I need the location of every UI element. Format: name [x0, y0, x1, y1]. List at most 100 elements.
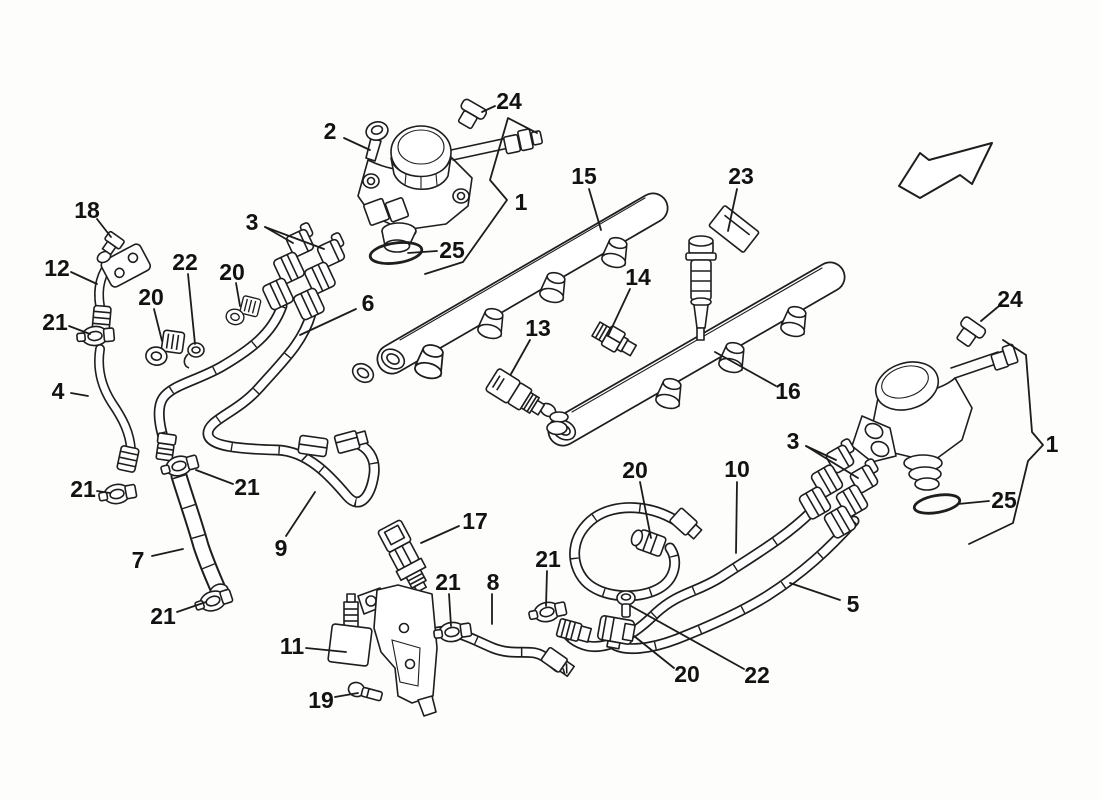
callout-leader-25	[957, 500, 990, 505]
callout-bracket-1	[424, 117, 538, 275]
callout-leader-22	[187, 273, 196, 345]
hose-clamp-21	[96, 480, 139, 508]
callout-label-7[interactable]: 7	[132, 547, 145, 573]
callout-label-1[interactable]: 1	[515, 189, 528, 215]
callout-label-11[interactable]: 11	[280, 633, 305, 659]
callout-label-20[interactable]: 20	[219, 259, 245, 285]
hose-clamp-20-bottom	[597, 615, 636, 650]
callout-label-16[interactable]: 16	[775, 378, 801, 404]
callout-bracket-1	[968, 339, 1044, 545]
callout-leader-3	[264, 226, 325, 250]
hose-clamp-20-loop	[630, 529, 667, 557]
callout-leader-21	[195, 469, 234, 485]
pressure-sensor-17	[377, 519, 428, 593]
fuel-hose-9	[208, 314, 374, 502]
callout-leader-22	[630, 605, 745, 670]
callout-label-15[interactable]: 15	[571, 163, 597, 189]
callout-leader-21	[176, 601, 207, 613]
callout-leader-3	[805, 445, 859, 479]
p-clamp-20-left2	[223, 291, 262, 331]
callout-label-12[interactable]: 12	[44, 255, 70, 281]
callout-leader-21	[545, 570, 548, 607]
callout-leader-21	[448, 593, 452, 627]
callout-label-23[interactable]: 23	[728, 163, 754, 189]
fuel-rail-upper-15	[351, 198, 653, 384]
callout-leader-24	[980, 305, 1000, 322]
hose-fittings-3-right	[797, 438, 880, 541]
callout-leader-6	[299, 308, 357, 336]
callout-label-10[interactable]: 10	[724, 456, 750, 482]
fuel-rail-lower-16	[539, 268, 830, 444]
callout-label-5[interactable]: 5	[847, 591, 860, 617]
pipe-ribbed-end	[116, 445, 140, 473]
callout-leader-16	[714, 351, 777, 387]
quick-connector	[297, 434, 329, 462]
callout-leader-9	[285, 491, 316, 537]
hose-clamp-21	[75, 324, 116, 348]
callout-label-1[interactable]: 1	[1046, 431, 1059, 457]
callout-label-4[interactable]: 4	[52, 378, 65, 404]
fuel-injector-23	[685, 205, 760, 341]
bolt-19	[347, 681, 383, 702]
callout-label-21[interactable]: 21	[535, 546, 561, 572]
loop-end-fitting	[669, 507, 703, 540]
hose-end-fitting	[333, 430, 369, 454]
callout-leader-2	[343, 137, 371, 151]
callout-label-25[interactable]: 25	[439, 237, 465, 263]
callout-label-18[interactable]: 18	[74, 197, 100, 223]
fuel-pipe-left-assembly	[91, 230, 152, 473]
callout-label-25[interactable]: 25	[991, 487, 1017, 513]
callout-leader-5	[789, 582, 841, 601]
callout-leader-13	[510, 339, 531, 375]
callout-leader-10	[735, 481, 738, 554]
callout-label-17[interactable]: 17	[462, 508, 488, 534]
callout-label-20[interactable]: 20	[622, 457, 648, 483]
callout-label-2[interactable]: 2	[324, 118, 337, 144]
callout-label-21[interactable]: 21	[435, 569, 461, 595]
callout-label-21[interactable]: 21	[42, 309, 68, 335]
callout-leader-12	[70, 271, 98, 285]
o-ring-25-right	[912, 493, 962, 515]
callout-label-9[interactable]: 9	[275, 535, 288, 561]
callout-leader-17	[420, 525, 460, 544]
callout-leader-20	[235, 282, 241, 307]
hose-clamp-21	[192, 585, 235, 617]
p-clamp-20-left	[143, 327, 186, 370]
hose-fittings-3-left	[260, 222, 347, 322]
callout-label-20[interactable]: 20	[138, 284, 164, 310]
callout-label-22[interactable]: 22	[172, 249, 198, 275]
mounting-bracket-18	[100, 243, 152, 288]
callout-label-3[interactable]: 3	[246, 209, 259, 235]
rail-end-ring	[351, 362, 375, 384]
callout-label-8[interactable]: 8	[487, 569, 500, 595]
callout-leader-21	[96, 490, 111, 494]
callout-leader-20	[153, 308, 163, 342]
callout-label-6[interactable]: 6	[362, 290, 375, 316]
callout-leader-25	[407, 250, 438, 254]
callout-leader-7	[151, 548, 184, 557]
o-ring-25-top	[368, 241, 424, 265]
callout-label-24[interactable]: 24	[997, 286, 1023, 312]
callout-label-21[interactable]: 21	[150, 603, 176, 629]
callout-label-19[interactable]: 19	[308, 687, 334, 713]
callout-label-3[interactable]: 3	[787, 428, 800, 454]
callout-label-14[interactable]: 14	[625, 264, 651, 290]
callout-label-24[interactable]: 24	[496, 88, 522, 114]
callout-label-13[interactable]: 13	[525, 315, 551, 341]
rail-fitting-14	[591, 321, 638, 357]
pump-lower-cylinder	[903, 454, 943, 491]
fuel-hose-loop-10	[575, 508, 684, 596]
callout-label-21[interactable]: 21	[234, 474, 260, 500]
callout-label-22[interactable]: 22	[744, 662, 770, 688]
callout-leader-20	[633, 635, 675, 669]
fuel-hose-7	[179, 476, 229, 601]
pump-lower-cylinder	[381, 222, 417, 253]
rail-pressure-sensor-13	[485, 368, 546, 416]
callout-label-20[interactable]: 20	[674, 661, 700, 687]
valve-block	[327, 593, 373, 667]
callout-label-21[interactable]: 21	[70, 476, 96, 502]
ribbed-adapter	[555, 618, 593, 643]
callout-leader-18	[96, 218, 112, 238]
